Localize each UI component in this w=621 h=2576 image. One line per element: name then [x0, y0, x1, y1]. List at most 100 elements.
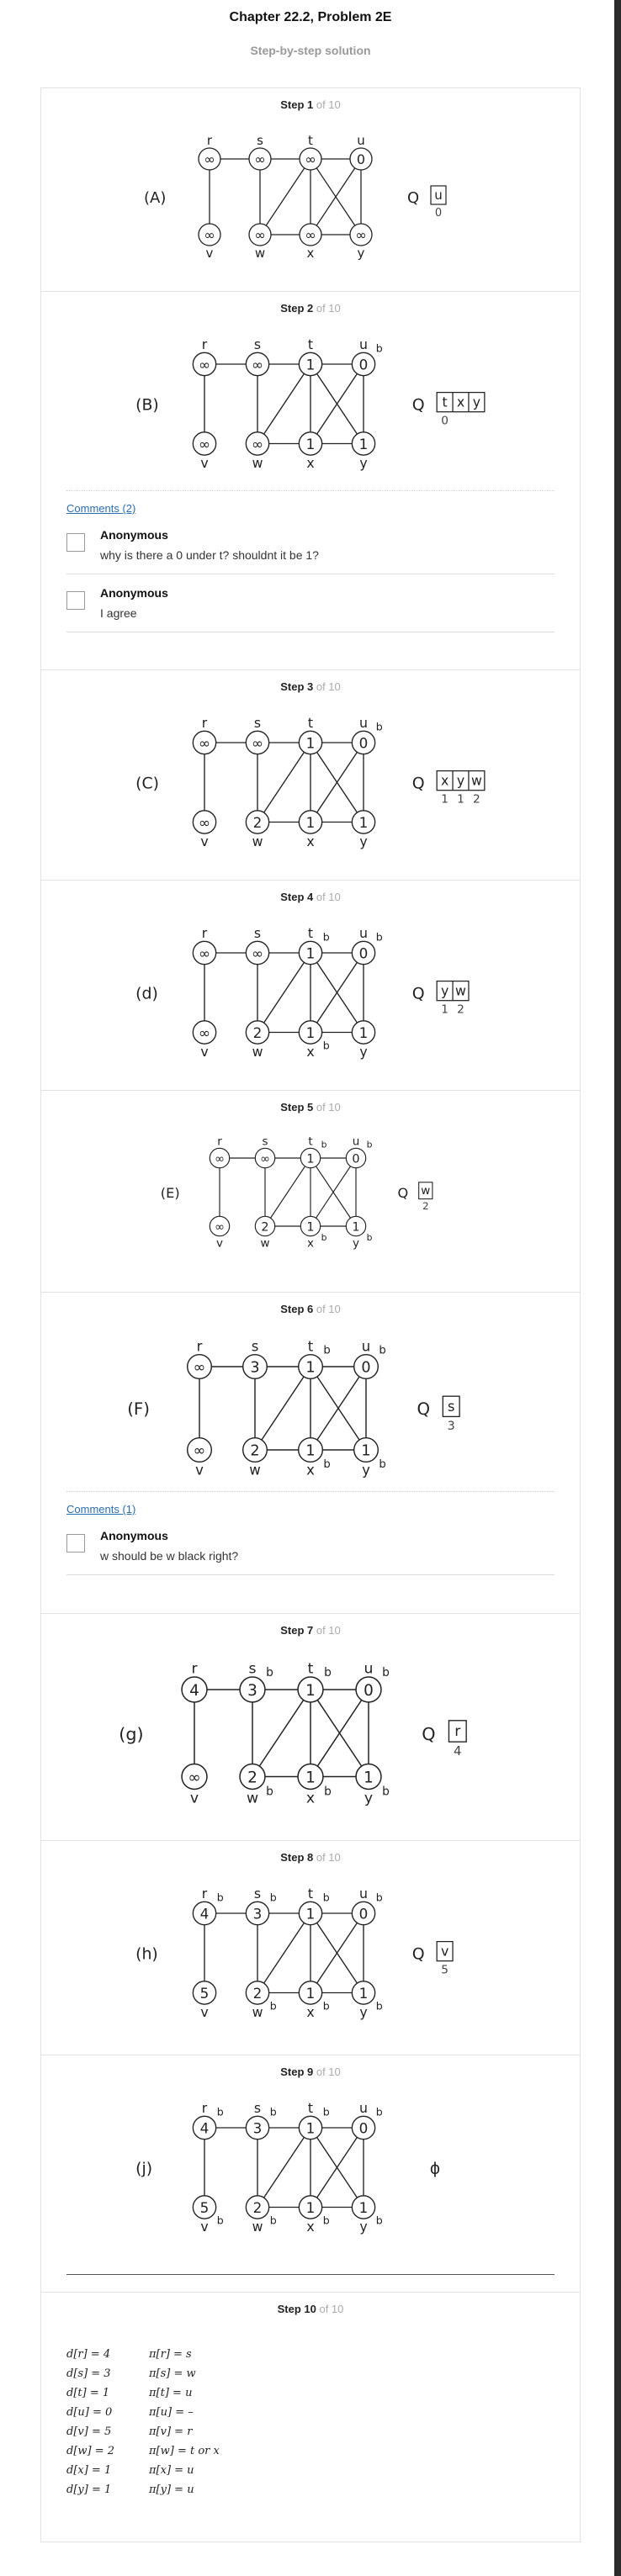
vertex-s	[254, 1147, 276, 1169]
vertex-v-distance: ∞	[215, 1220, 225, 1234]
queue-key: 1	[441, 792, 448, 806]
window-edge	[614, 0, 621, 2576]
comments-link[interactable]: Comments (2)	[66, 502, 136, 515]
vertex-s-distance: 3	[253, 2119, 263, 2136]
vertex-v-distance: 5	[200, 1985, 210, 2002]
figure-tag: (j)	[135, 2160, 152, 2178]
vertex-u-distance: 0	[357, 151, 365, 167]
edge-w-t	[254, 1366, 311, 1451]
vertex-x	[300, 1215, 321, 1237]
queue-box	[442, 1395, 460, 1418]
vertex-u-label: u	[357, 133, 365, 148]
vertex-x	[298, 431, 323, 456]
vertex-t	[300, 1147, 321, 1169]
vertex-r-label: r	[202, 925, 208, 941]
step-label: Step 2	[280, 302, 314, 315]
vertex-s-distance: ∞	[260, 1152, 270, 1166]
queue-item: v	[441, 1943, 448, 1959]
queue-key: 1	[457, 792, 464, 806]
vertex-x-label: x	[306, 2219, 314, 2235]
distance-value: d[t] = 1	[66, 2387, 110, 2399]
vertex-s-label: s	[254, 1886, 261, 1902]
vertex-w	[245, 1981, 270, 2005]
vertex-y	[351, 810, 376, 834]
vertex-x-distance: 1	[306, 1024, 316, 1041]
vertex-y-label: y	[359, 1044, 367, 1060]
vertex-t	[298, 352, 323, 377]
vertex-w-label: w	[252, 2004, 263, 2020]
vertex-v	[192, 431, 217, 456]
vertex-x-distance: 1	[306, 814, 316, 831]
vertex-u-black-mark: b	[376, 930, 383, 943]
vertex-x	[298, 1020, 323, 1045]
step-label: Step 10	[277, 2303, 316, 2315]
vertex-w-label: w	[252, 455, 263, 471]
step-header: Step 2 of 10	[41, 292, 580, 319]
vertex-t	[298, 2115, 323, 2140]
vertex-s	[239, 1676, 266, 1703]
vertex-x	[297, 1763, 324, 1791]
vertex-u-label: u	[359, 715, 368, 731]
vertex-t-distance: 1	[305, 1360, 315, 1377]
vertex-t	[298, 940, 323, 965]
step-label: Step 9	[280, 2066, 314, 2078]
step-label: Step 4	[280, 891, 314, 903]
vertex-x-black-mark: b	[323, 2214, 330, 2226]
vertex-w-distance: ∞	[254, 227, 265, 243]
vertex-x-black-mark: b	[321, 1232, 327, 1243]
comment-text: w should be w black right?	[100, 1549, 239, 1563]
vertex-r-distance: 4	[189, 1682, 199, 1700]
step-header: Step 9 of 10	[41, 2055, 580, 2082]
vertex-v	[181, 1763, 208, 1791]
vertex-t-label: t	[308, 1338, 314, 1354]
vertex-y-black-mark: b	[376, 1999, 383, 2012]
vertex-x-distance: 1	[305, 1769, 316, 1786]
vertex-u	[351, 1901, 376, 1926]
queue-symbol: Q	[412, 396, 425, 415]
step-label: Step 1	[280, 98, 314, 111]
vertex-r-distance: ∞	[199, 356, 210, 373]
vertex-s-label: s	[249, 1660, 257, 1677]
vertex-s-black-mark: b	[270, 2105, 277, 2118]
vertex-w-label: w	[255, 246, 265, 261]
vertex-u	[351, 2115, 376, 2140]
distance-value: d[y] = 1	[66, 2483, 112, 2496]
vertex-w	[248, 223, 272, 246]
vertex-r	[209, 1147, 231, 1169]
edge-w-t	[257, 363, 311, 444]
vertex-w-label: w	[260, 1236, 269, 1250]
vertex-x-black-mark: b	[323, 1999, 330, 2012]
vertex-y-black-mark: b	[382, 1785, 390, 1798]
queue-symbol: Q	[412, 1945, 425, 1964]
vertex-w	[245, 1020, 270, 1045]
vertex-s-label: s	[254, 336, 261, 352]
vertex-v-label: v	[200, 2219, 208, 2235]
queue-item: y	[457, 772, 464, 788]
vertex-s-black-mark: b	[266, 1666, 273, 1679]
vertex-t-distance: 1	[306, 1152, 314, 1166]
queue-symbol: Q	[407, 189, 419, 207]
vertex-w-distance: 2	[253, 2199, 263, 2216]
vertex-s	[242, 1353, 268, 1380]
comments-link[interactable]: Comments (1)	[66, 1503, 136, 1515]
step-header: Step 6 of 10	[41, 1293, 580, 1320]
queue-item: r	[454, 1723, 461, 1740]
vertex-w	[239, 1763, 266, 1791]
vertex-y-label: y	[353, 1236, 359, 1250]
vertex-r-label: r	[197, 1338, 203, 1354]
vertex-y-distance: 1	[359, 814, 369, 831]
vertex-t-black-mark: b	[323, 930, 330, 943]
vertex-w-label: w	[247, 1791, 258, 1807]
vertex-t-label: t	[308, 715, 313, 731]
vertex-v	[209, 1215, 231, 1237]
vertex-s	[245, 1901, 270, 1926]
vertex-y-label: y	[359, 455, 367, 471]
